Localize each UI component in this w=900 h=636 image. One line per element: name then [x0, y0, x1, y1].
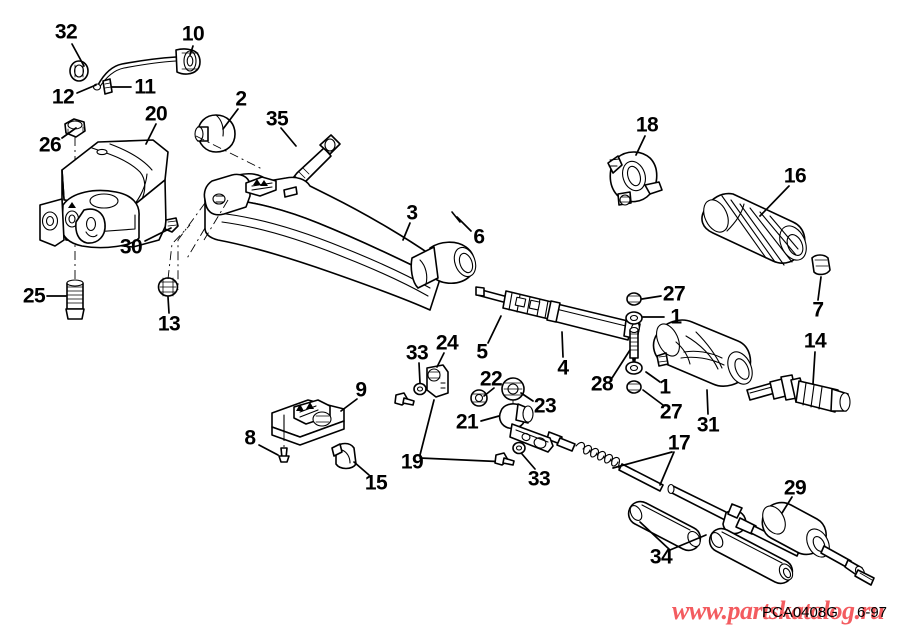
callout-28: 28 — [590, 372, 614, 396]
leader-19b — [419, 457, 509, 463]
callout-5: 5 — [476, 340, 488, 364]
callout-22: 22 — [479, 367, 503, 391]
callout-9: 9 — [355, 378, 367, 402]
callout-33-upper: 33 — [405, 341, 429, 365]
part-20-steering-bracket — [39, 139, 169, 249]
part-1-washer-lower — [625, 361, 643, 375]
callout-21: 21 — [455, 410, 479, 434]
part-7-end-cap — [811, 254, 831, 276]
callout-11: 11 — [134, 75, 156, 99]
callout-1-lower: 1 — [659, 375, 671, 399]
callout-13: 13 — [157, 312, 181, 336]
diagram-part-code: PCA0408G — [762, 604, 838, 621]
part-22-bushing — [470, 389, 488, 407]
part-25-bolt — [65, 279, 85, 320]
leader-30 — [144, 227, 172, 242]
part-19-screw-b — [494, 452, 515, 466]
part-6-pin — [451, 211, 461, 223]
callout-1-upper: 1 — [670, 305, 682, 329]
part-10-wire-connector — [92, 48, 201, 95]
part-27-nut-lower — [626, 380, 642, 394]
part-17-link-rods — [546, 431, 801, 557]
part-19-screw-a — [394, 392, 415, 406]
callout-26: 26 — [38, 133, 62, 157]
callout-31: 31 — [696, 413, 720, 437]
part-1-washer-upper — [625, 311, 643, 325]
callout-17: 17 — [667, 431, 691, 455]
callout-35: 35 — [265, 107, 289, 131]
leader-34b — [669, 534, 707, 551]
part-33-washer-b — [512, 441, 526, 455]
part-14-cable-end — [746, 374, 851, 413]
part-29-grommet — [761, 501, 875, 586]
callout-16: 16 — [783, 164, 807, 188]
diagram-revision-date: 6-97 — [857, 604, 888, 621]
site-watermark: www.partskatalog.ru — [672, 596, 885, 625]
part-32-locknut — [69, 60, 89, 82]
part-33-washer-a — [413, 382, 427, 396]
part-24-bracket — [426, 364, 449, 398]
callout-20: 20 — [144, 102, 168, 126]
callout-18: 18 — [635, 113, 659, 137]
callout-14: 14 — [803, 329, 827, 353]
callout-27-upper: 27 — [662, 282, 686, 306]
callout-24: 24 — [435, 331, 459, 355]
part-34-sleeves — [627, 500, 794, 585]
assembly-axis-13 — [167, 224, 191, 280]
part-3-tiller-arm — [177, 173, 477, 311]
part-16-rubber-grip — [701, 192, 807, 266]
callout-6: 6 — [473, 225, 485, 249]
callout-29: 29 — [783, 476, 807, 500]
callout-2: 2 — [235, 87, 247, 111]
callout-3: 3 — [406, 201, 418, 225]
part-27-nut-upper — [626, 292, 642, 306]
callout-27-lower: 27 — [659, 400, 683, 424]
part-9-cable-bracket — [271, 399, 345, 446]
callout-19: 19 — [400, 450, 424, 474]
callout-25: 25 — [22, 284, 46, 308]
part-13-nut — [157, 277, 179, 297]
callout-4: 4 — [557, 356, 569, 380]
callout-34: 34 — [649, 545, 673, 569]
callout-7: 7 — [812, 298, 824, 322]
callout-8: 8 — [244, 426, 256, 450]
part-4-throttle-shaft — [475, 286, 641, 341]
callout-32: 32 — [54, 20, 78, 44]
callout-12: 12 — [51, 85, 75, 109]
callout-leaders — [46, 43, 822, 514]
part-23-bearing — [501, 377, 525, 401]
callout-33-lower: 33 — [527, 467, 551, 491]
part-31-throttle-housing — [652, 319, 753, 387]
part-11-terminal — [102, 78, 113, 95]
part-8-screw — [278, 447, 290, 463]
part-28-screw — [629, 326, 639, 366]
callout-10: 10 — [181, 22, 205, 46]
leader-28 — [611, 349, 631, 379]
part-21-steering-link — [498, 403, 554, 453]
part-15-clip — [331, 442, 357, 470]
callout-23: 23 — [533, 394, 557, 418]
part-18-clamp-ring — [607, 151, 663, 206]
leader-19a — [419, 399, 435, 456]
spring-coil — [575, 441, 626, 470]
assembly-axis-2 — [195, 135, 263, 170]
callout-30: 30 — [119, 235, 143, 259]
leader-34a — [639, 521, 671, 551]
callout-15: 15 — [364, 471, 388, 495]
